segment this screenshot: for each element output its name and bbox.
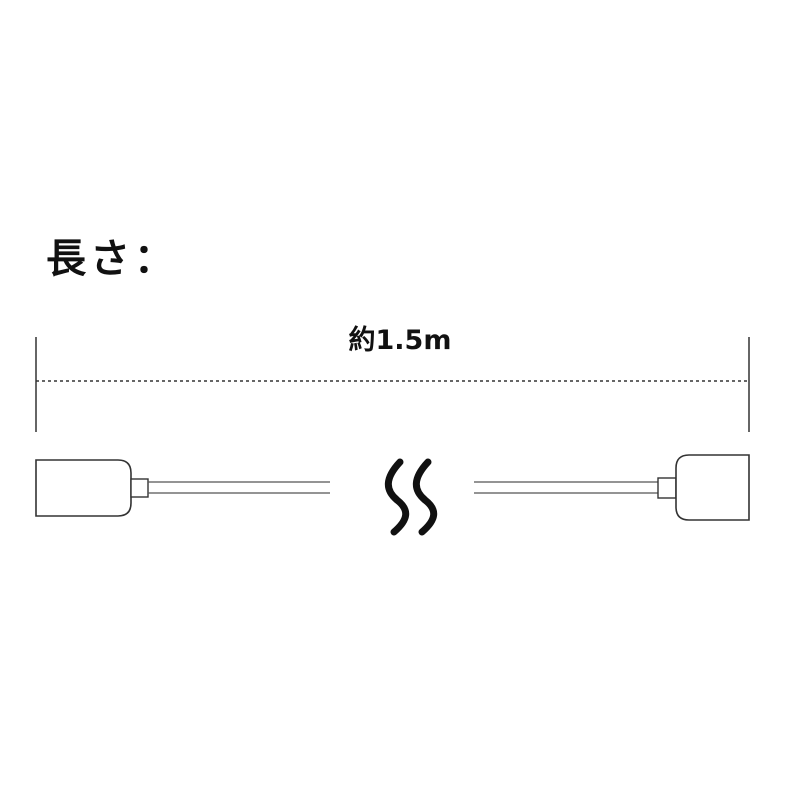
length-heading: 長さ： [46,236,178,282]
right-connector [657,454,750,521]
wavy-break-icon [384,458,438,536]
left-connector [35,459,149,517]
left-cable [148,481,330,494]
dimension-label: 約1.5m [348,325,452,356]
right-cable [474,481,658,494]
